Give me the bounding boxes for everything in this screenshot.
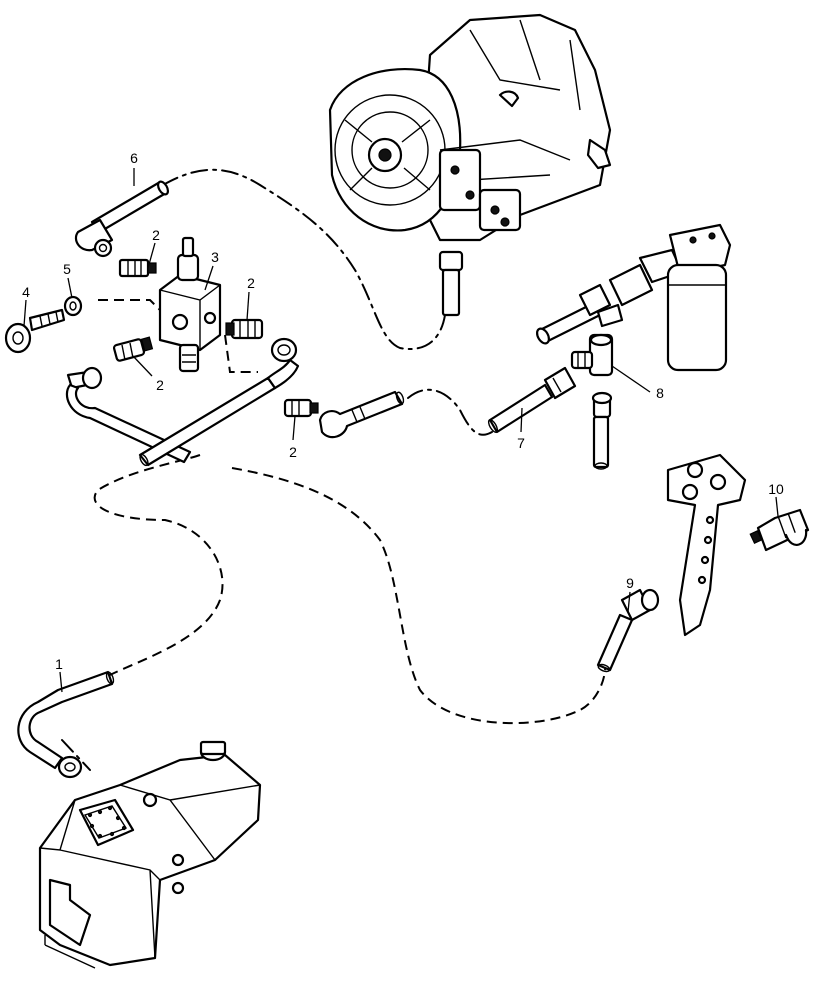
- callout-2-bottom: 2: [289, 444, 297, 460]
- leader-2d: [292, 415, 296, 441]
- leader-7: [520, 407, 523, 433]
- route-line-block-to-left: [98, 299, 163, 313]
- fitting-2-lower: [112, 336, 154, 362]
- callout-6: 6: [130, 150, 138, 166]
- leader-2a: [147, 242, 156, 269]
- leader-2b: [246, 291, 250, 321]
- fitting-2-bottom: [283, 398, 319, 418]
- callout-4: 4: [22, 284, 30, 300]
- fitting-2-upper: [118, 258, 157, 278]
- callout-8: 8: [656, 385, 664, 401]
- transmission-housing: [328, 13, 612, 242]
- leader-4: [23, 299, 27, 327]
- callout-3: 3: [211, 249, 219, 265]
- callout-2-upper: 2: [152, 227, 160, 243]
- leader-10: [775, 496, 779, 517]
- crossing-pipes: [65, 337, 300, 467]
- sensor-10: [749, 508, 810, 552]
- hose-1: [17, 670, 115, 779]
- route-line-hose7-connect: [407, 388, 493, 436]
- callout-9: 9: [626, 575, 634, 591]
- leader-8: [611, 365, 651, 393]
- callout-2-right: 2: [247, 275, 255, 291]
- callout-2-lower: 2: [156, 377, 164, 393]
- tee-fitting-8: [570, 333, 614, 470]
- route-line-block-down: [224, 334, 258, 373]
- route-line-long-loop: [93, 454, 224, 676]
- route-line-tank-connect: [61, 739, 91, 771]
- fitting-2-right: [225, 318, 264, 340]
- leader-1: [59, 671, 63, 693]
- hose-9: [596, 588, 660, 673]
- transmission-return-pipe: [438, 250, 464, 317]
- screw-4: [4, 308, 66, 354]
- hose-6: [74, 180, 170, 258]
- leader-9: [627, 591, 631, 613]
- hose-7: [487, 366, 577, 434]
- reservoir-tank: [38, 740, 262, 969]
- hose-to-7: [318, 390, 405, 439]
- leader-2c: [132, 355, 153, 377]
- callout-5: 5: [63, 261, 71, 277]
- filter-assembly: [536, 223, 732, 372]
- leader-3: [204, 265, 214, 291]
- callout-7: 7: [517, 435, 525, 451]
- callout-1: 1: [55, 656, 63, 672]
- washer-5: [63, 295, 83, 317]
- route-line-to-pedal: [231, 467, 607, 725]
- route-line-hose6-to-transmission: [162, 168, 446, 350]
- callout-10: 10: [768, 481, 784, 497]
- leader-5: [67, 277, 73, 299]
- pedal-bracket: [666, 453, 747, 637]
- valve-block-3: [158, 236, 222, 373]
